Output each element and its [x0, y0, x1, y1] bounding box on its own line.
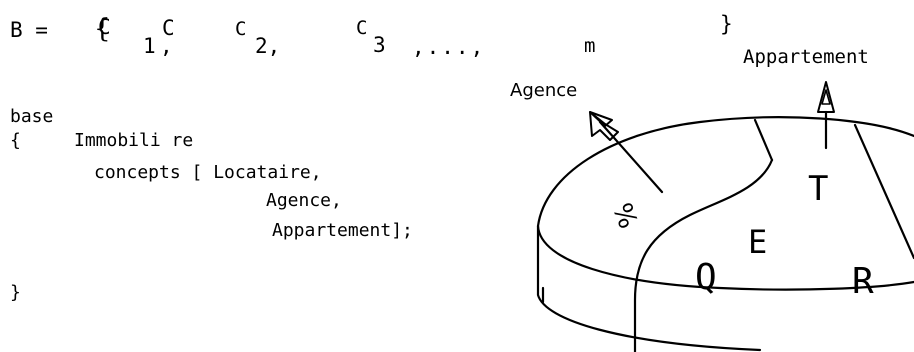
- region-letter-r: R: [852, 261, 874, 302]
- boundary-line-top: [753, 118, 774, 162]
- appartement-arrow: [817, 81, 835, 150]
- region-letter-e: E: [748, 223, 768, 261]
- formula-c3-letter: C: [356, 17, 368, 39]
- code-appartement-line: Appartement];: [272, 220, 413, 241]
- code-base-name: Immobili re: [74, 130, 194, 151]
- boundary-line-right: [853, 123, 914, 260]
- formula-c1-comma: ,: [160, 34, 173, 58]
- formula-b-equals: B =: [10, 18, 48, 42]
- formula-c3-subscript: 3: [373, 33, 386, 57]
- code-line-base: base: [10, 106, 54, 127]
- formula-c2-letter: C: [235, 18, 247, 40]
- agence-arrow: [589, 111, 664, 194]
- disk-bottom-rim: [536, 224, 762, 352]
- boundary-curve-q: [633, 158, 774, 352]
- formula-ellipsis: ,...,: [412, 35, 486, 59]
- code-agence-line: Agence,: [266, 190, 342, 211]
- region-letter-q: Q: [695, 257, 717, 298]
- formula-overlap-c: C: [98, 15, 111, 39]
- region-letter-t: T: [808, 169, 829, 209]
- formula-close-brace: }: [720, 12, 733, 36]
- formula-c1-letter: C: [162, 16, 175, 40]
- code-open-brace: {: [10, 130, 21, 151]
- formula-c1-subscript: 1: [143, 34, 156, 58]
- label-appartement: Appartement: [743, 46, 869, 68]
- formula-open-brace: {: [94, 14, 111, 44]
- formula-cm-subscript: m: [584, 35, 596, 57]
- label-agence: Agence: [510, 80, 578, 101]
- formula-c2-subscript: 2,: [255, 34, 281, 58]
- code-concepts-line: concepts [ Locataire,: [94, 162, 322, 183]
- code-close-brace: }: [10, 282, 21, 303]
